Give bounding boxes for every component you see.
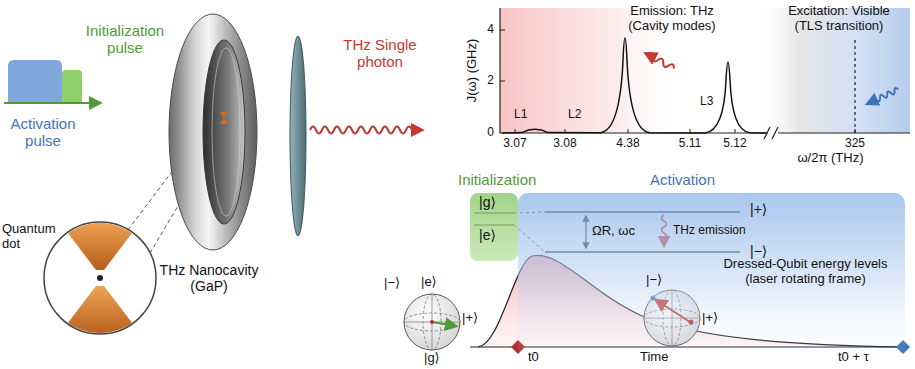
pulse-train bbox=[62, 70, 82, 103]
band-note: Dressed-Qubit energy levels (laser rotat… bbox=[708, 257, 903, 287]
quantum-dot-inset bbox=[58, 220, 142, 336]
part-label: Quantum dot bbox=[2, 222, 62, 252]
bloch-sphere bbox=[430, 320, 434, 324]
emission-label: THz emission bbox=[673, 224, 746, 238]
bloch-sphere bbox=[404, 294, 460, 350]
quantum-dot-inset bbox=[58, 286, 142, 336]
time-marker: t0 + τ bbox=[838, 350, 869, 365]
pulse-train bbox=[8, 60, 62, 103]
splitting-label: ΩR, ωc bbox=[592, 224, 635, 239]
tick-label: 4 bbox=[480, 23, 494, 37]
region-label: Excitation: Visible (TLS transition) bbox=[774, 4, 904, 34]
spectral-density-plot bbox=[764, 127, 778, 139]
axis-title: ω/2π (THz) bbox=[783, 151, 878, 166]
band-heading: Initialization bbox=[458, 171, 536, 188]
spectral-density-plot bbox=[644, 51, 675, 71]
spectral-density-plot bbox=[502, 38, 766, 133]
output-label: THz Single photon bbox=[330, 36, 430, 71]
axis-title: J(ω) (GHz) bbox=[465, 25, 480, 115]
tick-label: 5.12 bbox=[718, 137, 752, 151]
region-label: Emission: THz (Cavity modes) bbox=[622, 4, 722, 34]
pulse-label: Initialization pulse bbox=[75, 22, 175, 57]
quantum-dot-inset bbox=[58, 220, 142, 270]
initialization-band: Initialization|g⟩|e⟩ bbox=[470, 193, 518, 261]
mode-label: L1 bbox=[514, 108, 527, 122]
tick-label: 325 bbox=[838, 137, 872, 151]
pulse-train bbox=[4, 60, 100, 103]
bloch-label: |+⟩ bbox=[702, 311, 718, 326]
photon-wave bbox=[310, 127, 422, 134]
bloch-label: |+⟩ bbox=[462, 311, 478, 326]
spectral-density-plot bbox=[866, 87, 899, 106]
tick-label: 3.07 bbox=[498, 137, 532, 151]
tick-label: 3.08 bbox=[548, 137, 582, 151]
state-label: |+⟩ bbox=[750, 201, 767, 217]
spectral-density-plot bbox=[500, 30, 855, 133]
nanocavity-ring bbox=[212, 48, 240, 216]
quantum-dot-inset bbox=[97, 275, 103, 281]
bloch-sphere bbox=[404, 294, 460, 350]
state-label: |e⟩ bbox=[479, 227, 496, 243]
nanocavity-ring bbox=[169, 14, 257, 250]
bloch-sphere bbox=[404, 294, 460, 350]
bloch-label: |e⟩ bbox=[421, 275, 437, 290]
band-heading: Activation bbox=[650, 171, 715, 188]
activation-band: Activation|+⟩|−⟩ΩR, ωcTHz emissionDresse… bbox=[518, 193, 905, 358]
time-marker: t0 bbox=[528, 350, 539, 365]
output-disk bbox=[290, 36, 306, 236]
bloch-label: |−⟩ bbox=[384, 276, 400, 291]
output-disk bbox=[290, 36, 306, 236]
nanocavity-ring bbox=[220, 112, 228, 124]
bloch-sphere bbox=[432, 322, 456, 326]
bloch-label: |g⟩ bbox=[424, 351, 440, 366]
tick-label: 2 bbox=[480, 74, 494, 88]
state-label: |g⟩ bbox=[479, 194, 496, 210]
bloch-label: |−⟩ bbox=[646, 273, 662, 288]
tick-label: 5.11 bbox=[673, 137, 707, 151]
nanocavity-ring bbox=[169, 14, 257, 250]
pulse-label: Activation pulse bbox=[2, 115, 84, 150]
mode-label: L3 bbox=[700, 95, 713, 109]
axis-title: Time bbox=[640, 350, 668, 365]
quantum-dot-inset bbox=[44, 220, 156, 336]
pulse-train bbox=[4, 102, 100, 104]
spectral-density-plot bbox=[854, 40, 855, 133]
photon-wave bbox=[310, 127, 422, 134]
tick-label: 4.38 bbox=[611, 137, 645, 151]
mode-label: L2 bbox=[568, 108, 581, 122]
nanocavity-ring bbox=[203, 40, 245, 224]
part-label: THz Nanocavity (GaP) bbox=[150, 262, 268, 294]
tick-label: 0 bbox=[480, 126, 494, 140]
spectral-density-plot bbox=[866, 87, 899, 106]
spectral-density-plot bbox=[644, 51, 675, 71]
